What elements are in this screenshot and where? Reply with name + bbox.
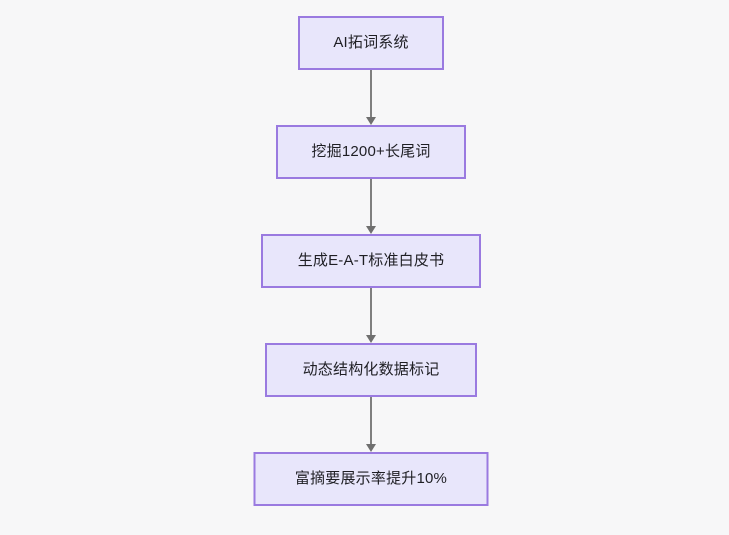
flow-node-label: 挖掘1200+长尾词 — [311, 143, 431, 160]
flow-edge — [365, 70, 377, 125]
flow-node[interactable]: 生成E-A-T标准白皮书 — [261, 234, 481, 288]
edge-line — [370, 288, 372, 336]
flow-edge — [365, 397, 377, 452]
flow-node[interactable]: 富摘要展示率提升10% — [253, 452, 489, 506]
arrowhead-down-icon — [366, 444, 376, 452]
flow-node-label: 动态结构化数据标记 — [302, 361, 440, 378]
edge-line — [370, 397, 372, 445]
flow-node[interactable]: AI拓词系统 — [298, 16, 444, 70]
flow-node-label: AI拓词系统 — [333, 34, 409, 51]
arrowhead-down-icon — [366, 117, 376, 125]
flow-node-label: 生成E-A-T标准白皮书 — [297, 252, 445, 269]
flow-node-label: 富摘要展示率提升10% — [294, 470, 448, 487]
arrowhead-down-icon — [366, 335, 376, 343]
edge-line — [370, 179, 372, 227]
edge-line — [370, 70, 372, 118]
flow-edge — [365, 288, 377, 343]
arrowhead-down-icon — [366, 226, 376, 234]
flow-node[interactable]: 动态结构化数据标记 — [265, 343, 477, 397]
flow-node[interactable]: 挖掘1200+长尾词 — [276, 125, 466, 179]
flow-edge — [365, 179, 377, 234]
